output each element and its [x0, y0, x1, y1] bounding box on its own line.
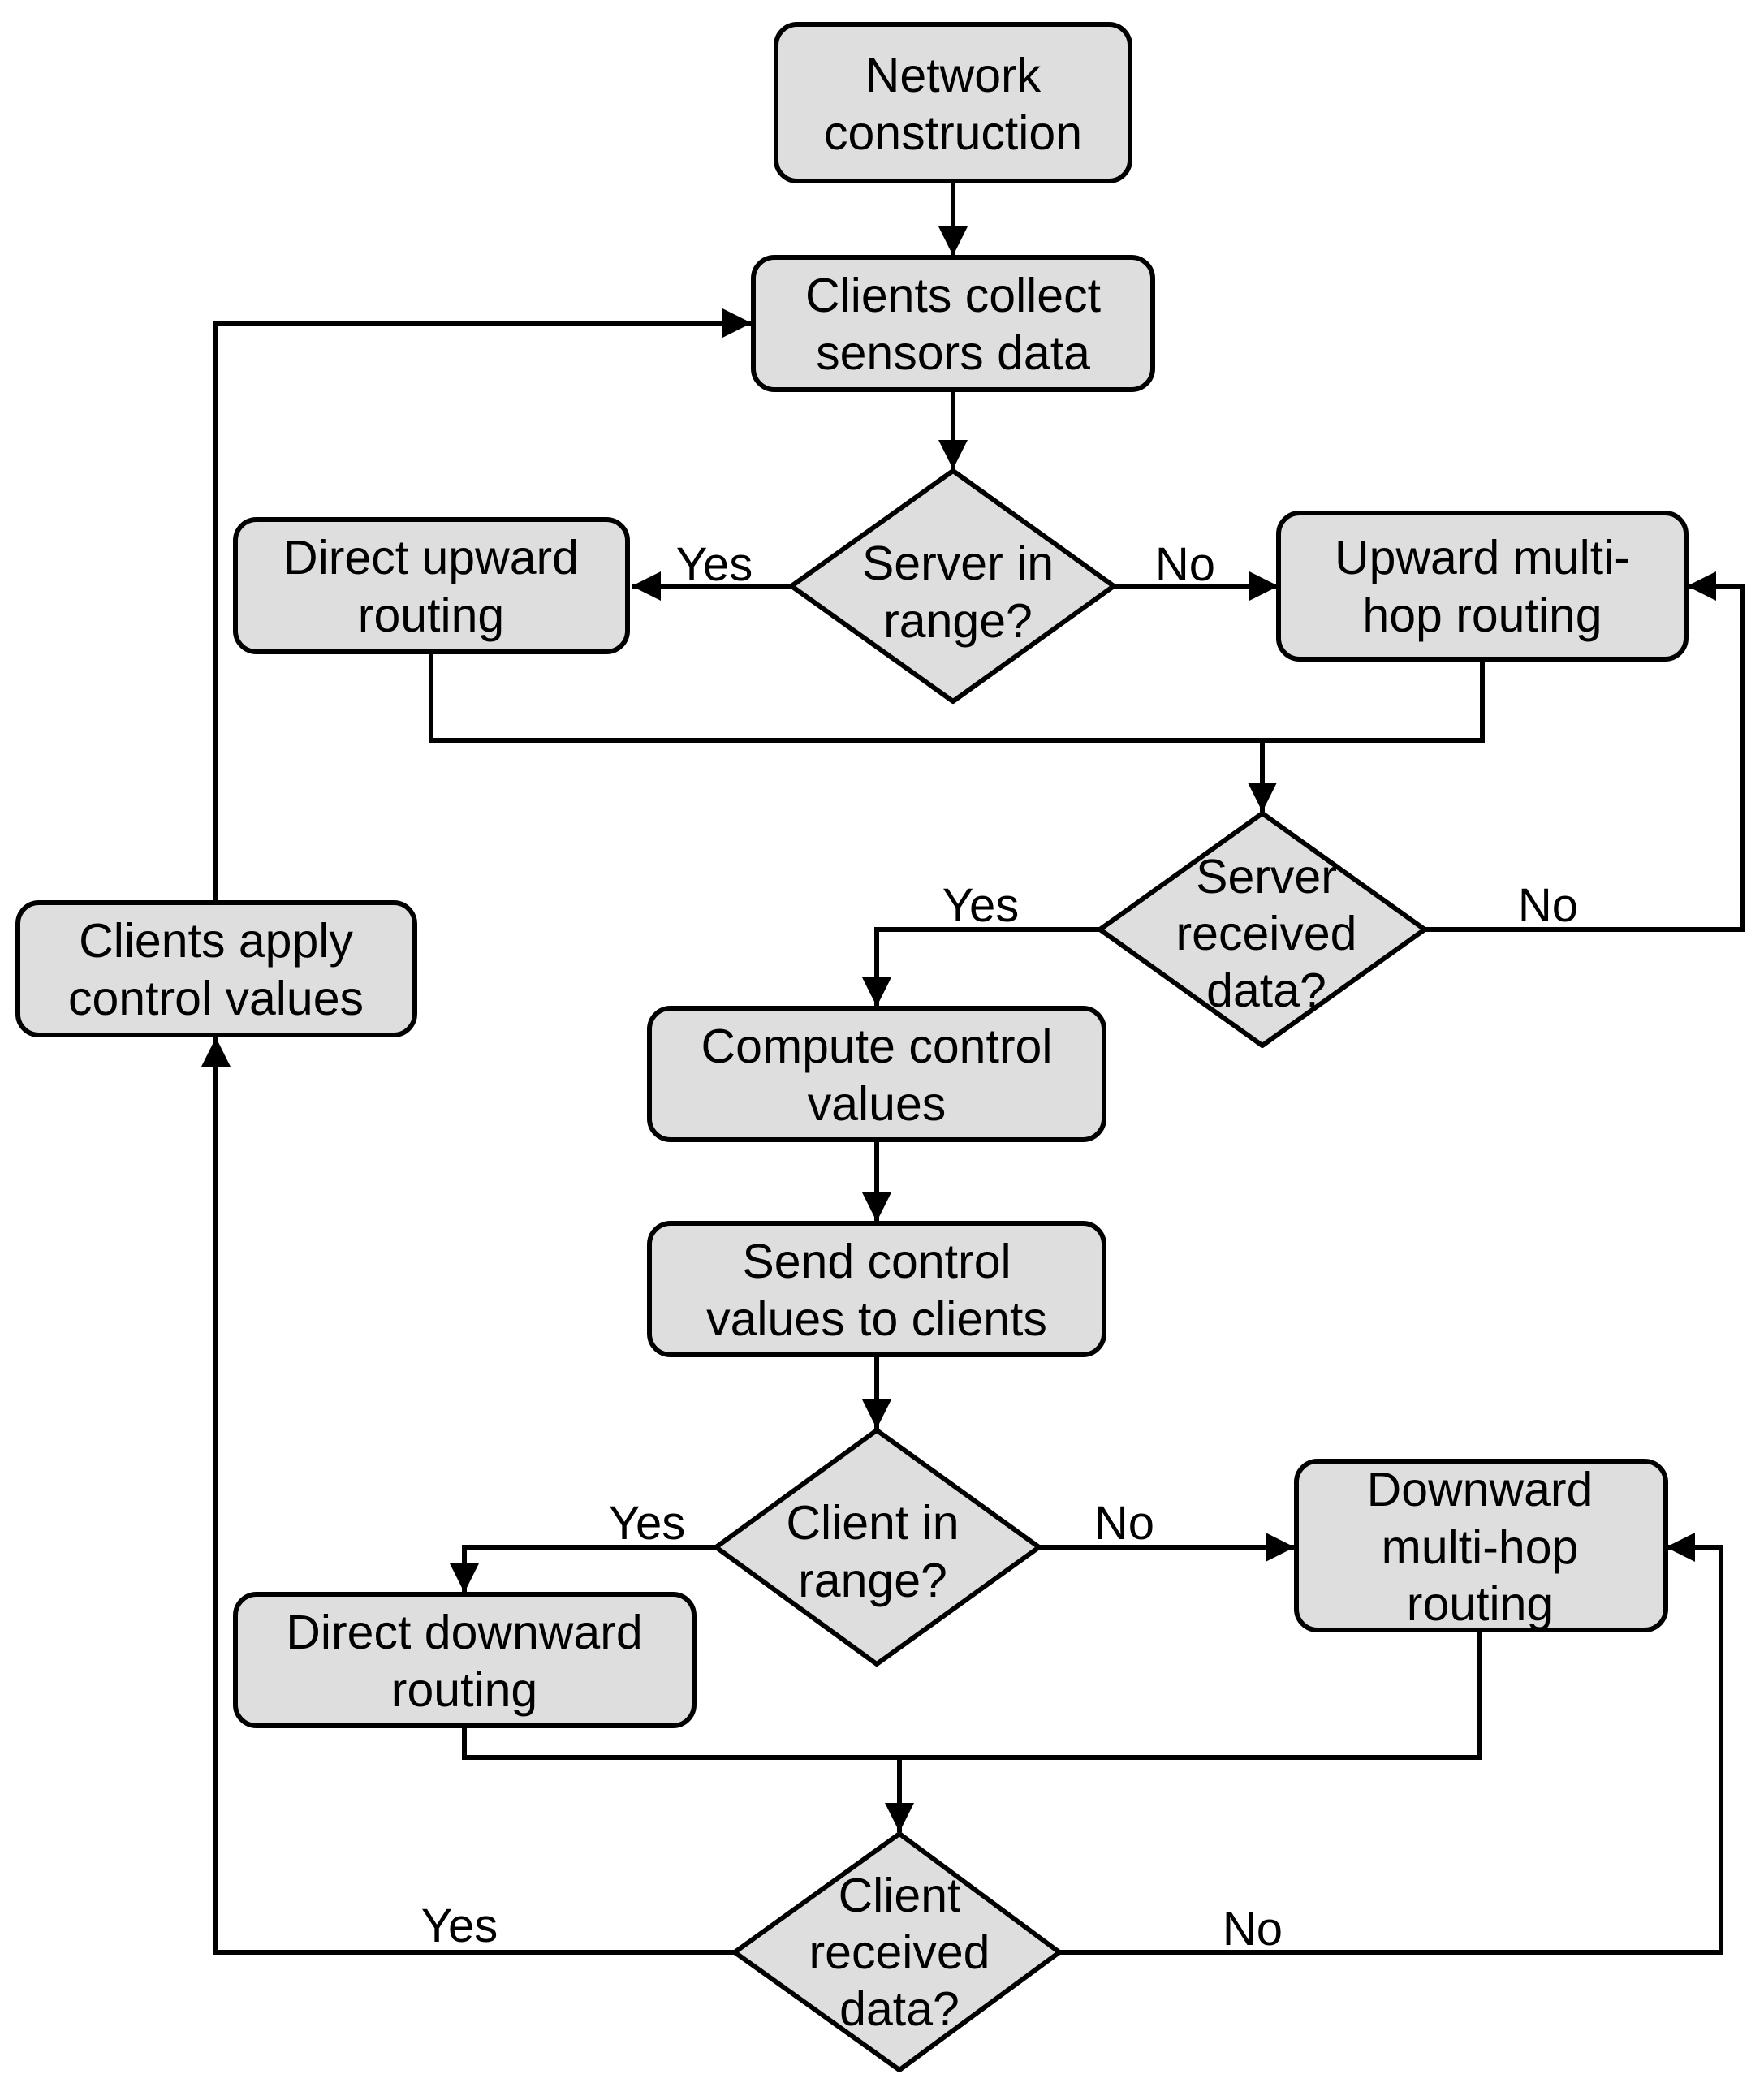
- node-network-construction-box: [774, 22, 1132, 183]
- node-clients-apply-line2: control values: [68, 972, 364, 1025]
- label-client-received-no: No: [1223, 1903, 1283, 1956]
- node-client-received-diamond: [732, 1831, 1062, 2072]
- node-direct-upward-box: [233, 517, 630, 654]
- node-direct-upward-line1: Direct upward: [283, 531, 579, 584]
- edge-client-received-yes: [201, 1037, 735, 1955]
- label-server-range-no: No: [1155, 538, 1215, 591]
- node-client-received-line1: Client: [839, 1869, 961, 1922]
- node-send-control-box: [647, 1221, 1106, 1357]
- edge-client-received-no: [1059, 1533, 1723, 1955]
- node-clients-apply-line1: Clients apply: [79, 914, 353, 968]
- node-compute-control-box: [647, 1006, 1106, 1142]
- node-client-in-range-line2: range?: [798, 1554, 947, 1607]
- node-client-received-line3: data?: [839, 1982, 960, 2036]
- node-server-in-range: Server in range?: [789, 468, 1116, 704]
- node-direct-downward-box: [233, 1592, 697, 1728]
- node-compute-control-line2: values: [808, 1077, 947, 1131]
- node-client-in-range-line1: Client in: [786, 1496, 959, 1550]
- node-clients-collect-line1: Clients collect: [805, 269, 1101, 322]
- label-client-range-no: No: [1094, 1497, 1154, 1550]
- node-downward-multihop: Downward multi-hop routing: [1294, 1459, 1668, 1632]
- node-downward-multihop-line1: Downward: [1367, 1463, 1594, 1516]
- node-client-received-line2: received: [809, 1925, 990, 1979]
- node-direct-upward-line2: routing: [358, 589, 504, 642]
- node-clients-collect-line2: sensors data: [816, 326, 1090, 380]
- node-network-construction-line2: construction: [824, 106, 1082, 160]
- node-downward-multihop-line3: routing: [1407, 1577, 1553, 1631]
- node-compute-control-line1: Compute control: [701, 1020, 1053, 1073]
- node-upward-multihop: Upward multi- hop routing: [1276, 511, 1689, 662]
- node-network-construction: Network construction: [774, 22, 1132, 183]
- node-server-in-range-line1: Server in: [862, 537, 1054, 590]
- node-clients-collect-box: [751, 255, 1155, 392]
- node-client-received: Client received data?: [732, 1831, 1062, 2072]
- edge-apply-to-collect: [213, 308, 752, 901]
- node-clients-collect: Clients collect sensors data: [751, 255, 1155, 392]
- node-upward-multihop-box: [1276, 511, 1689, 662]
- node-send-control: Send control values to clients: [647, 1221, 1106, 1357]
- node-send-control-line1: Send control: [742, 1235, 1011, 1288]
- label-server-range-yes: Yes: [676, 538, 753, 591]
- connectors: [201, 183, 1745, 1955]
- node-direct-downward-line2: routing: [391, 1663, 537, 1717]
- node-direct-downward-line1: Direct downward: [286, 1606, 642, 1659]
- node-clients-apply-box: [15, 900, 417, 1037]
- node-direct-downward: Direct downward routing: [233, 1592, 697, 1728]
- node-compute-control: Compute control values: [647, 1006, 1106, 1142]
- node-direct-upward: Direct upward routing: [233, 517, 630, 654]
- edge-direct-downward-merge: [462, 1632, 1482, 1760]
- edge-server-received-yes: [862, 927, 1100, 1007]
- edge-server-received-no: [1425, 571, 1745, 932]
- node-send-control-line2: values to clients: [706, 1292, 1047, 1346]
- node-downward-multihop-line2: multi-hop: [1382, 1520, 1579, 1574]
- node-server-received-diamond: [1098, 811, 1427, 1048]
- label-server-received-yes: Yes: [942, 879, 1020, 932]
- node-server-in-range-diamond: [789, 468, 1116, 704]
- label-client-range-yes: Yes: [609, 1497, 686, 1550]
- node-clients-apply: Clients apply control values: [15, 900, 417, 1037]
- node-server-in-range-line2: range?: [883, 594, 1033, 648]
- node-client-in-range-diamond: [714, 1428, 1042, 1667]
- node-server-received-line3: data?: [1206, 964, 1326, 1017]
- edge-client-range-yes: [450, 1545, 716, 1593]
- label-server-received-no: No: [1518, 879, 1578, 932]
- label-client-received-yes: Yes: [421, 1899, 498, 1952]
- node-server-received: Server received data?: [1098, 811, 1427, 1048]
- edge-direct-upward-merge: [429, 653, 1485, 743]
- node-server-received-line1: Server: [1196, 850, 1337, 903]
- node-client-in-range: Client in range?: [714, 1428, 1042, 1667]
- edge-labels: Yes No Yes No Yes No Yes No: [421, 538, 1578, 1956]
- node-downward-multihop-box: [1294, 1459, 1668, 1632]
- node-upward-multihop-line2: hop routing: [1362, 589, 1602, 642]
- node-server-received-line2: received: [1175, 907, 1356, 960]
- node-network-construction-line1: Network: [865, 49, 1042, 102]
- node-upward-multihop-line1: Upward multi-: [1335, 531, 1630, 584]
